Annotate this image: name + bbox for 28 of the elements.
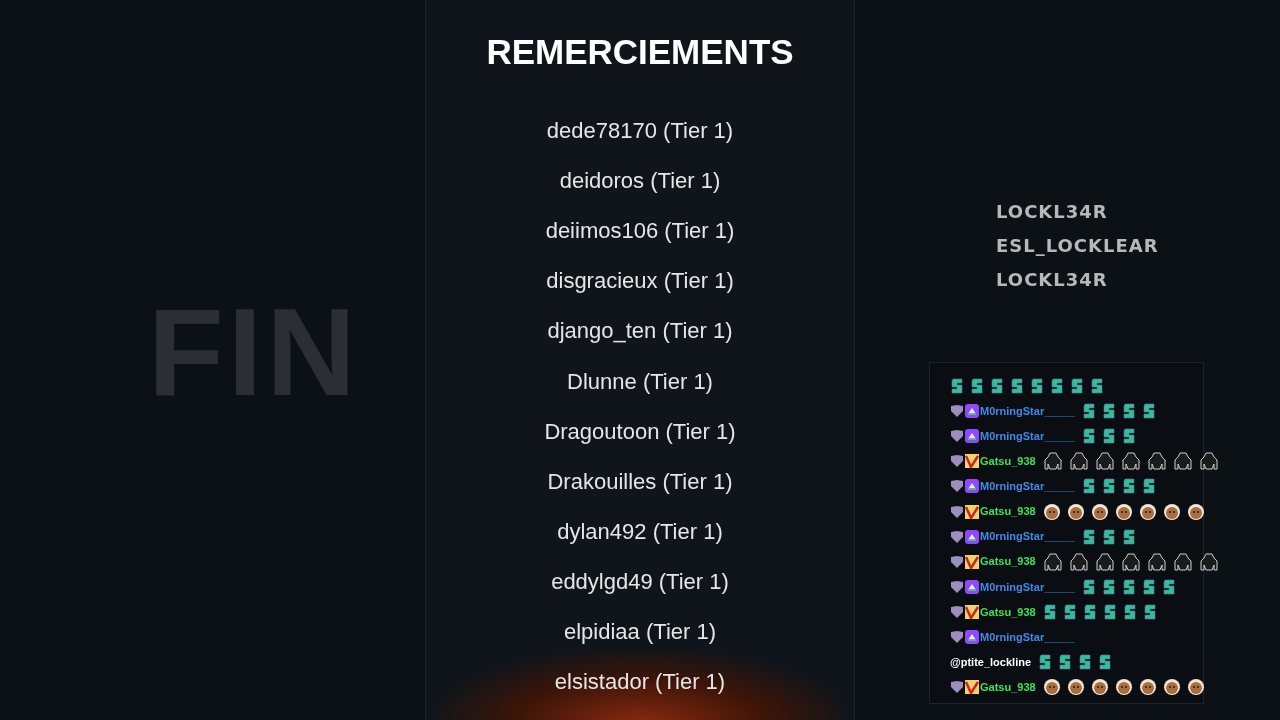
- subscriber-name: django_ten (Tier 1): [546, 317, 734, 346]
- subscriber-name: elsistador (Tier 1): [553, 668, 727, 697]
- chat-username: M0rningStar_____: [980, 529, 1075, 545]
- chat-username: M0rningStar_____: [980, 629, 1075, 645]
- subscriber-name: Dlunne (Tier 1): [566, 367, 714, 396]
- subscriber-name: eddylgd49 (Tier 1): [550, 567, 730, 596]
- subscriber-name: Drakouilles (Tier 1): [546, 467, 734, 496]
- subscriber-name: dede78170 (Tier 1): [545, 117, 735, 145]
- social-handle: LOCKL34R: [996, 201, 1108, 223]
- chat-username: M0rningStar_____: [980, 579, 1075, 595]
- subscriber-name: deiimos106 (Tier 1): [544, 217, 736, 246]
- chat-username: M0rningStar_____: [980, 479, 1075, 495]
- chat-username: Gatsu_938: [980, 604, 1036, 620]
- subscriber-name: deidoros (Tier 1): [558, 167, 722, 196]
- chat-username: Gatsu_938: [980, 454, 1036, 470]
- chat-username: M0rningStar_____: [980, 403, 1075, 419]
- chat-username: Gatsu_938: [980, 504, 1036, 520]
- subscriber-name: disgracieux (Tier 1): [545, 267, 735, 296]
- chat-username: @ptite_lockline: [950, 654, 1032, 670]
- subscriber-name: Dragoutoon (Tier 1): [543, 417, 737, 446]
- social-handle: ESL_LOCKLEAR: [996, 235, 1159, 257]
- subscriber-name: dylan492 (Tier 1): [556, 517, 724, 546]
- chat-username: M0rningStar_____: [980, 428, 1075, 444]
- chat-username: Gatsu_938: [980, 554, 1036, 570]
- title: REMERCIEMENTS: [485, 31, 795, 73]
- subscriber-name: elpidiaa (Tier 1): [563, 618, 717, 646]
- social-handle: LOCKL34R: [996, 269, 1108, 291]
- chat-username: Gatsu_938: [980, 679, 1036, 695]
